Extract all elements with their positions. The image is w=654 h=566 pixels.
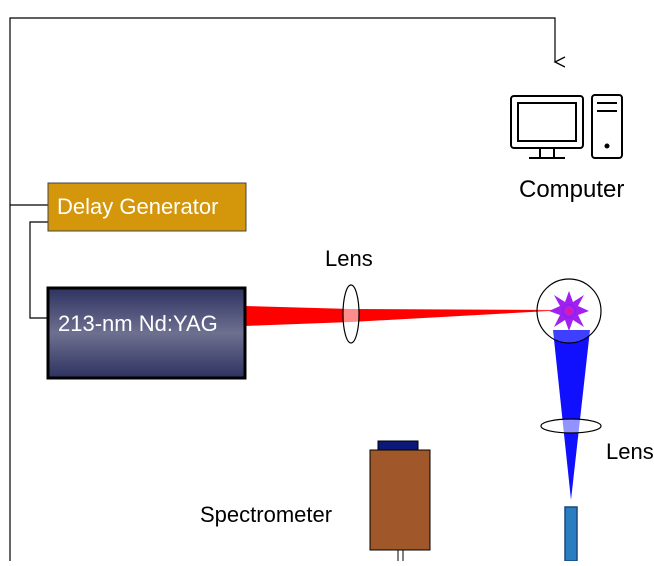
spectrometer-body xyxy=(369,449,431,551)
trigger-wire-outer xyxy=(9,17,555,561)
delay-generator-label: Delay Generator xyxy=(57,194,219,219)
delay-to-laser-wire xyxy=(29,221,48,319)
delay-generator-box xyxy=(47,182,247,232)
plasma-core xyxy=(562,304,576,318)
lens-collection xyxy=(540,418,602,434)
optical-fiber xyxy=(564,506,578,562)
lens-top-label: Lens xyxy=(325,246,373,271)
laser-box xyxy=(46,286,247,380)
laser-beam xyxy=(244,306,567,326)
computer-label: Computer xyxy=(519,176,625,203)
desktop-computer-icon xyxy=(510,94,623,159)
spectrometer-label: Spectrometer xyxy=(200,502,333,527)
collection-beam xyxy=(553,330,590,500)
laser-label: 213-nm Nd:YAG xyxy=(58,311,218,336)
lens-right-label: Lens xyxy=(606,439,654,464)
lens-focusing xyxy=(342,284,360,344)
